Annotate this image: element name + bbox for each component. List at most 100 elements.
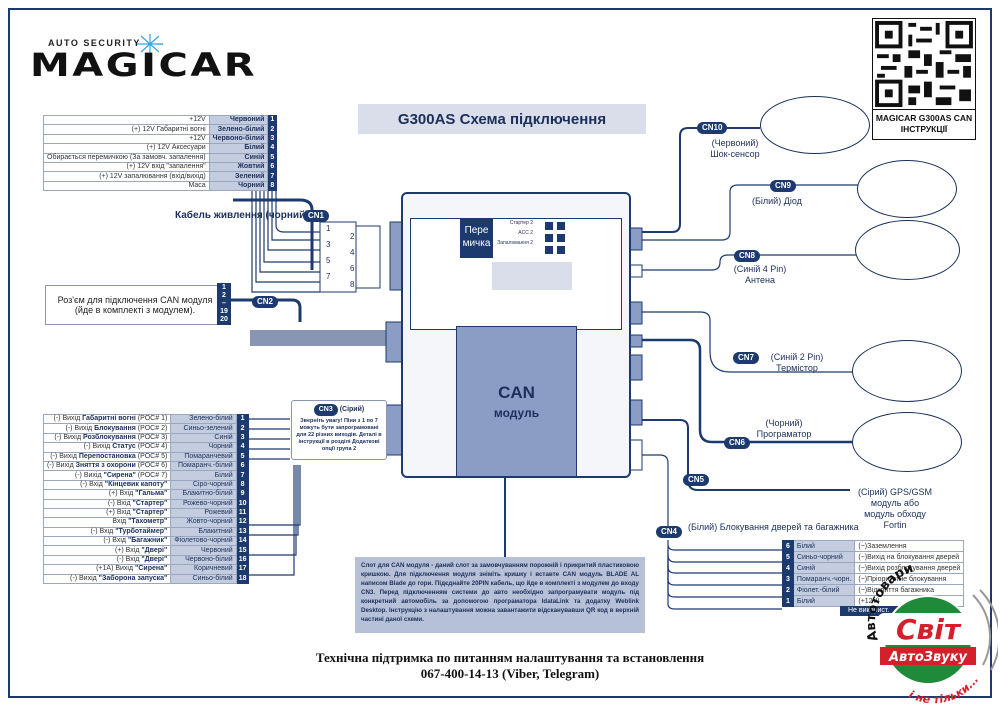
support-info: Технічна підтримка по питанням налаштува…: [280, 650, 740, 682]
function-name: "Турботаймер": [115, 527, 168, 535]
brand-subtitle: AUTO SECURITY: [48, 38, 141, 48]
wire-color: Фіолет.-білий: [792, 584, 856, 596]
can-module-slot: CAN модуль: [456, 326, 577, 477]
wire-color: Синьо-чорний: [792, 551, 856, 563]
function-suffix: (POC# 2): [135, 424, 168, 432]
wire-function: (-) Вихід Розблокування (POC# 3): [42, 432, 172, 444]
pin-number: 1: [235, 413, 250, 425]
can-slot-note: Слот для CAN модуля - даний слот за замо…: [355, 557, 645, 633]
cn9-label: (Білий) Діод: [752, 196, 802, 207]
cn5-label: (Сірий) GPS/GSM модуль або модуль обходу…: [855, 487, 935, 531]
wire-color: Рожевий: [170, 507, 237, 519]
function-name: "Гальма": [135, 490, 168, 498]
wire-color: Білий: [170, 470, 237, 481]
wire-function: (+1A) Вихід "Сирена": [42, 564, 172, 575]
cn4-badge: CN4: [656, 526, 683, 538]
cn7-color: (Синій 2 Pin): [770, 352, 824, 362]
jumper-label: Пере мичка: [460, 218, 493, 258]
cn8-badge: CN8: [734, 250, 761, 262]
cn8-color: (Синій 4 Pin): [733, 264, 787, 274]
support-phone[interactable]: 067-400-14-13 (Viber, Telegram): [420, 666, 600, 681]
cn5-color: (Сірий): [857, 487, 888, 497]
cn5-name: GPS/GSM модуль або модуль обходу Fortin: [864, 487, 933, 530]
wire-function: (−)Вихід на блокування дверей: [854, 551, 965, 563]
function-name: Статус: [112, 443, 136, 451]
cn1-connector-pin: 4: [350, 248, 355, 257]
qr-caption-line2: ІНСТРУКЦІЇ: [900, 124, 948, 134]
function-name: Габаритні вогні: [82, 415, 136, 423]
wire-color: Рожево-чорний: [170, 498, 237, 509]
cn3-header: CN3 (Сірий): [295, 404, 383, 416]
wire-color: Зелено-білий: [208, 124, 269, 135]
wire-function: (-) Вихід "Сирена" (POC# 7): [42, 470, 172, 481]
pin-number: 3: [267, 133, 278, 145]
cn7-label: (Синій 2 Pin) Термістор: [762, 352, 832, 374]
cn8-label: (Синій 4 Pin) Антена: [730, 264, 790, 286]
cn3-wire-table: (-) Вихід Габаритні вогні (POC# 1)Зелено…: [42, 413, 250, 585]
wire-color: Чорний: [170, 442, 237, 453]
wire-function: (+) 12V вхід "запалення": [43, 161, 210, 173]
table-row: Обирається перемичкою (За замовч. запале…: [43, 152, 278, 163]
wire-color: Зелено-білий: [170, 413, 237, 425]
cn2-text-line2: (йде в комплекті з модулем).: [74, 305, 196, 315]
pin-number: 12: [235, 517, 250, 528]
function-name: Розблокування: [82, 433, 136, 441]
function-name: "Стартер": [132, 509, 168, 517]
cn2-badge: CN2: [252, 296, 279, 308]
function-prefix: Вхід: [112, 518, 129, 526]
table-row: (-) Вихід Зняття з охорони (POC# 6)Помар…: [42, 460, 250, 472]
antenna-image: [855, 220, 960, 280]
wire-function: (-) Вихід Перепостановка (POC# 5): [42, 451, 172, 462]
function-prefix: (-) Вхід: [107, 499, 133, 507]
table-row: (-) Вихід Перепостановка (POC# 5)Помаран…: [42, 451, 250, 462]
function-prefix: (-) Вихід: [47, 462, 76, 470]
qr-code[interactable]: [872, 18, 976, 110]
cn3-note-box: CN3 (Сірий) Зверніть увагу! Піни з 1 по …: [291, 400, 387, 460]
table-row: (-) Вихід Габаритні вогні (POC# 1)Зелено…: [42, 413, 250, 425]
pin-number: 15: [235, 545, 250, 556]
support-line1: Технічна підтримка по питанням налаштува…: [315, 650, 705, 665]
pin-number: 10: [235, 498, 250, 509]
function-name: Перепостановка: [78, 452, 136, 460]
wire-function: (-) Вхід "Стартер": [42, 498, 172, 509]
stamp-main-text: Світ: [896, 613, 962, 646]
wire-function: (+) Вхід "Двері": [42, 545, 172, 556]
function-name: "Двері": [141, 556, 168, 564]
function-name: "Двері": [141, 546, 168, 554]
function-prefix: (+) Вхід: [106, 509, 133, 517]
cn1-connector-pin: 3: [326, 240, 331, 249]
pin-number: 13: [235, 526, 250, 538]
wire-color: Червоний: [208, 114, 269, 126]
wire-color: Помаранчевий: [170, 451, 237, 462]
wire-function: (+) 12V Габаритні вогні: [43, 124, 210, 135]
wire-color: Блакитний: [170, 526, 237, 538]
cn2-pin: 19: [220, 308, 228, 315]
jumper-pins-icon[interactable]: [543, 220, 567, 256]
wire-function: +12V: [43, 114, 210, 126]
wire-function: Вхід "Тахометр": [42, 517, 172, 528]
pin-number: 11: [235, 507, 250, 519]
can-module-title: CAN: [498, 383, 535, 402]
wire-color: Зелений: [208, 171, 269, 182]
pin-number: 9: [235, 489, 250, 500]
wire-function: (-) Вхід "Кінцевик капоту": [42, 479, 172, 491]
cn1-connector-pin: 2: [350, 232, 355, 241]
cn10-color: (Червоний): [711, 138, 759, 148]
cn1-connector-pin: 1: [326, 224, 331, 233]
pin-number: 5: [267, 152, 278, 163]
programmer-image: [852, 412, 962, 472]
wire-function: (-) Вихід Блокування (POC# 2): [42, 423, 172, 434]
pin-number: 5: [235, 451, 250, 462]
wire-color: Червоно-білий: [170, 554, 237, 566]
pin-number: 8: [235, 479, 250, 491]
function-suffix: (POC# 4): [135, 443, 168, 451]
function-name: "Багажник": [127, 537, 168, 545]
function-name: "Сирена": [135, 565, 168, 573]
wire-color: Синьо-білий: [170, 573, 237, 585]
cn6-name: Програматор: [756, 429, 812, 439]
cn4-footer: Не використ.: [840, 606, 940, 616]
